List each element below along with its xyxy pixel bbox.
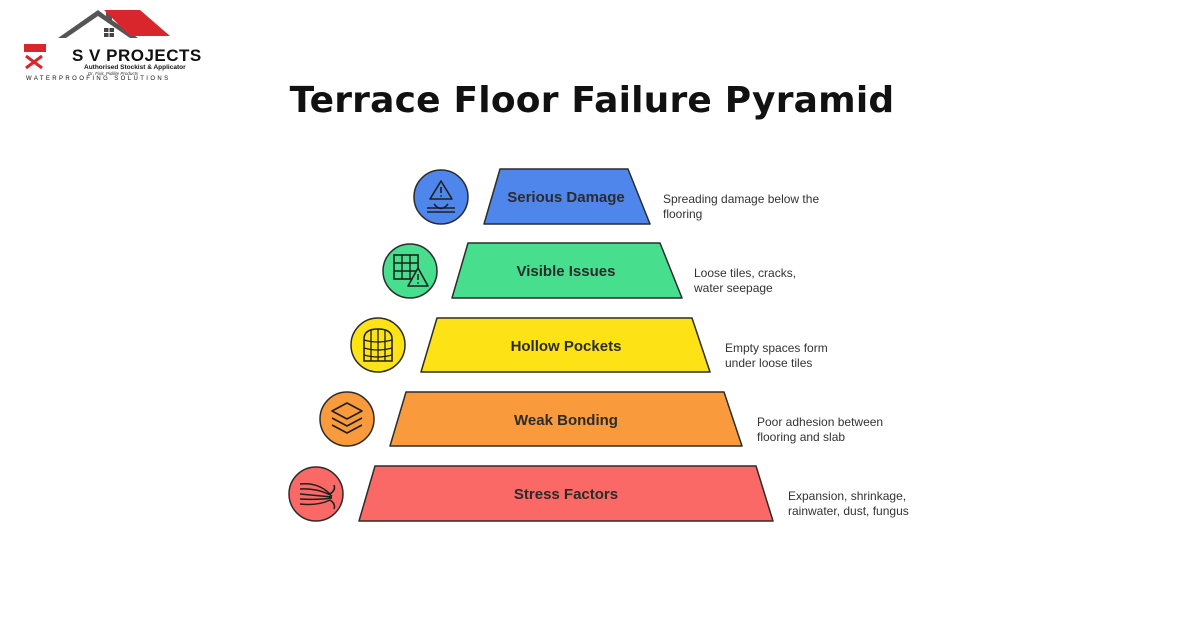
- pyramid-label-hollow-pockets: Hollow Pockets: [511, 338, 622, 355]
- logo-tagline: WATERPROOFING SOLUTIONS: [26, 76, 171, 82]
- wind-stress-icon: [288, 466, 344, 522]
- pyramid-level-serious-damage: Serious Damage: [413, 168, 651, 225]
- pyramid-label-serious-damage: Serious Damage: [507, 189, 625, 206]
- warning-damage-icon: [413, 169, 469, 225]
- pyramid-band-serious-damage: [483, 168, 651, 225]
- pyramid-level-visible-issues: Visible Issues: [382, 242, 683, 299]
- house-roof-logo-icon: [24, 10, 170, 70]
- pyramid-desc-stress-factors: Expansion, shrinkage, rainwater, dust, f…: [788, 489, 909, 518]
- layers-icon: [319, 391, 375, 447]
- pyramid-desc-hollow-pockets: Empty spaces form under loose tiles: [725, 341, 828, 370]
- pyramid-band-weak-bonding: [389, 391, 743, 447]
- pyramid-desc-weak-bonding: Poor adhesion between flooring and slab: [757, 415, 884, 444]
- pyramid-level-hollow-pockets: Hollow Pockets: [350, 317, 711, 373]
- page-title: Terrace Floor Failure Pyramid: [289, 80, 895, 121]
- pyramid-desc-visible-issues: Loose tiles, cracks, water seepage: [694, 266, 797, 295]
- pyramid-desc-serious-damage: Spreading damage below the flooring: [663, 192, 820, 221]
- hollow-tiles-icon: [350, 317, 406, 373]
- pyramid-level-stress-factors: Stress Factors: [288, 465, 774, 522]
- pyramid-label-visible-issues: Visible Issues: [517, 263, 616, 280]
- pyramid-band-visible-issues: [451, 242, 683, 299]
- cracked-tiles-warning-icon: [382, 243, 438, 299]
- logo-subtitle: Authorised Stockist & Applicator: [84, 64, 186, 71]
- pyramid-label-weak-bonding: Weak Bonding: [514, 412, 618, 429]
- logo-name: S V PROJECTS: [72, 46, 202, 65]
- company-logo: S V PROJECTS Authorised Stockist & Appli…: [20, 6, 201, 82]
- pyramid-level-weak-bonding: Weak Bonding: [319, 391, 743, 447]
- pyramid-label-stress-factors: Stress Factors: [514, 486, 618, 503]
- logo-subtitle-2: Dr. Fixit, Pidilite Products: [88, 71, 139, 76]
- pyramid-band-hollow-pockets: [420, 317, 711, 373]
- pyramid-band-stress-factors: [358, 465, 774, 522]
